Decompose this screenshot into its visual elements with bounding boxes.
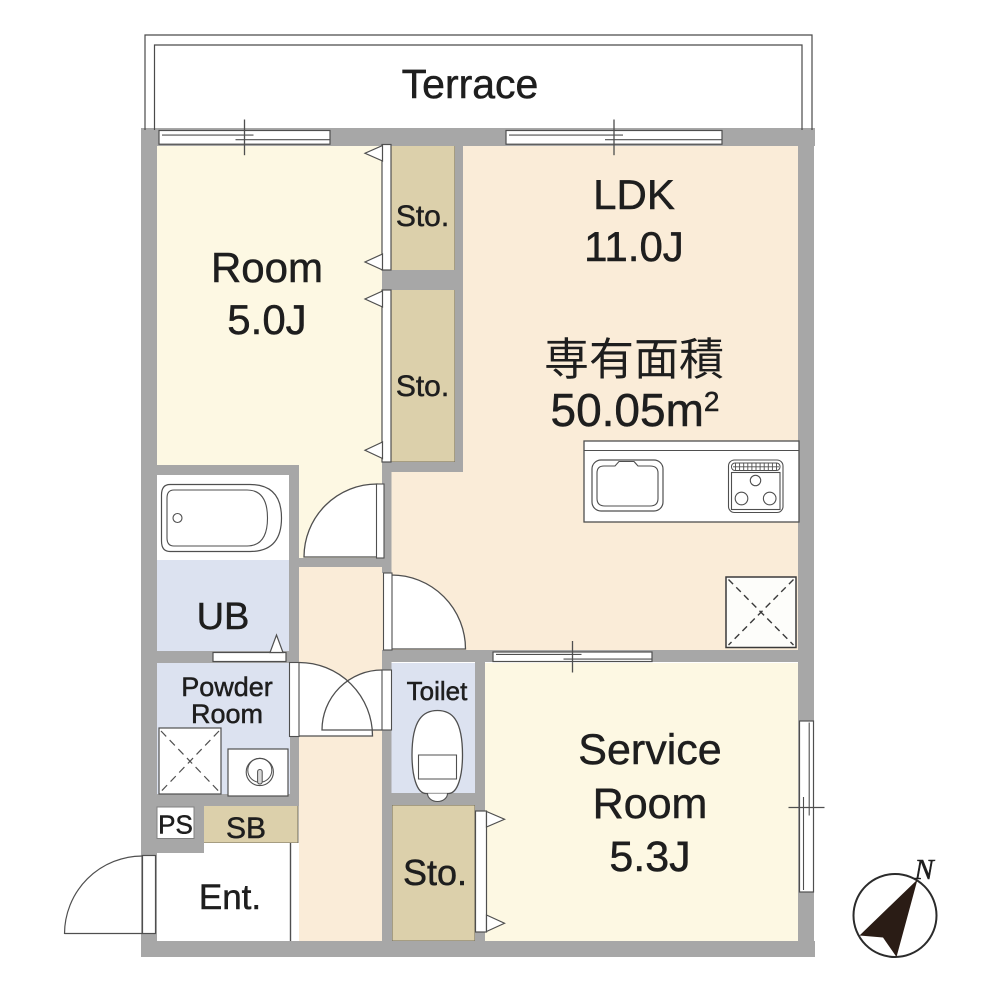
svg-text:Room: Room — [191, 699, 263, 729]
svg-text:Terrace: Terrace — [402, 61, 539, 107]
svg-text:Toilet: Toilet — [407, 676, 468, 706]
svg-text:N: N — [913, 854, 935, 886]
svg-text:11.0J: 11.0J — [584, 223, 684, 270]
svg-text:Sto.: Sto. — [403, 852, 467, 893]
svg-text:PS: PS — [158, 810, 193, 840]
svg-text:Sto.: Sto. — [396, 200, 449, 233]
svg-text:Sto.: Sto. — [396, 370, 449, 403]
svg-text:SB: SB — [226, 812, 266, 845]
svg-text:5.0J: 5.0J — [227, 296, 306, 343]
svg-text:50.05m2: 50.05m2 — [550, 384, 719, 436]
svg-text:Ent.: Ent. — [199, 878, 261, 917]
svg-text:UB: UB — [197, 596, 250, 638]
svg-text:LDK: LDK — [593, 171, 675, 218]
svg-text:Room: Room — [211, 244, 323, 291]
svg-text:Service: Service — [578, 726, 721, 774]
svg-text:Room: Room — [593, 780, 708, 828]
svg-text:5.3J: 5.3J — [609, 833, 690, 881]
svg-text:Powder: Powder — [181, 672, 273, 702]
